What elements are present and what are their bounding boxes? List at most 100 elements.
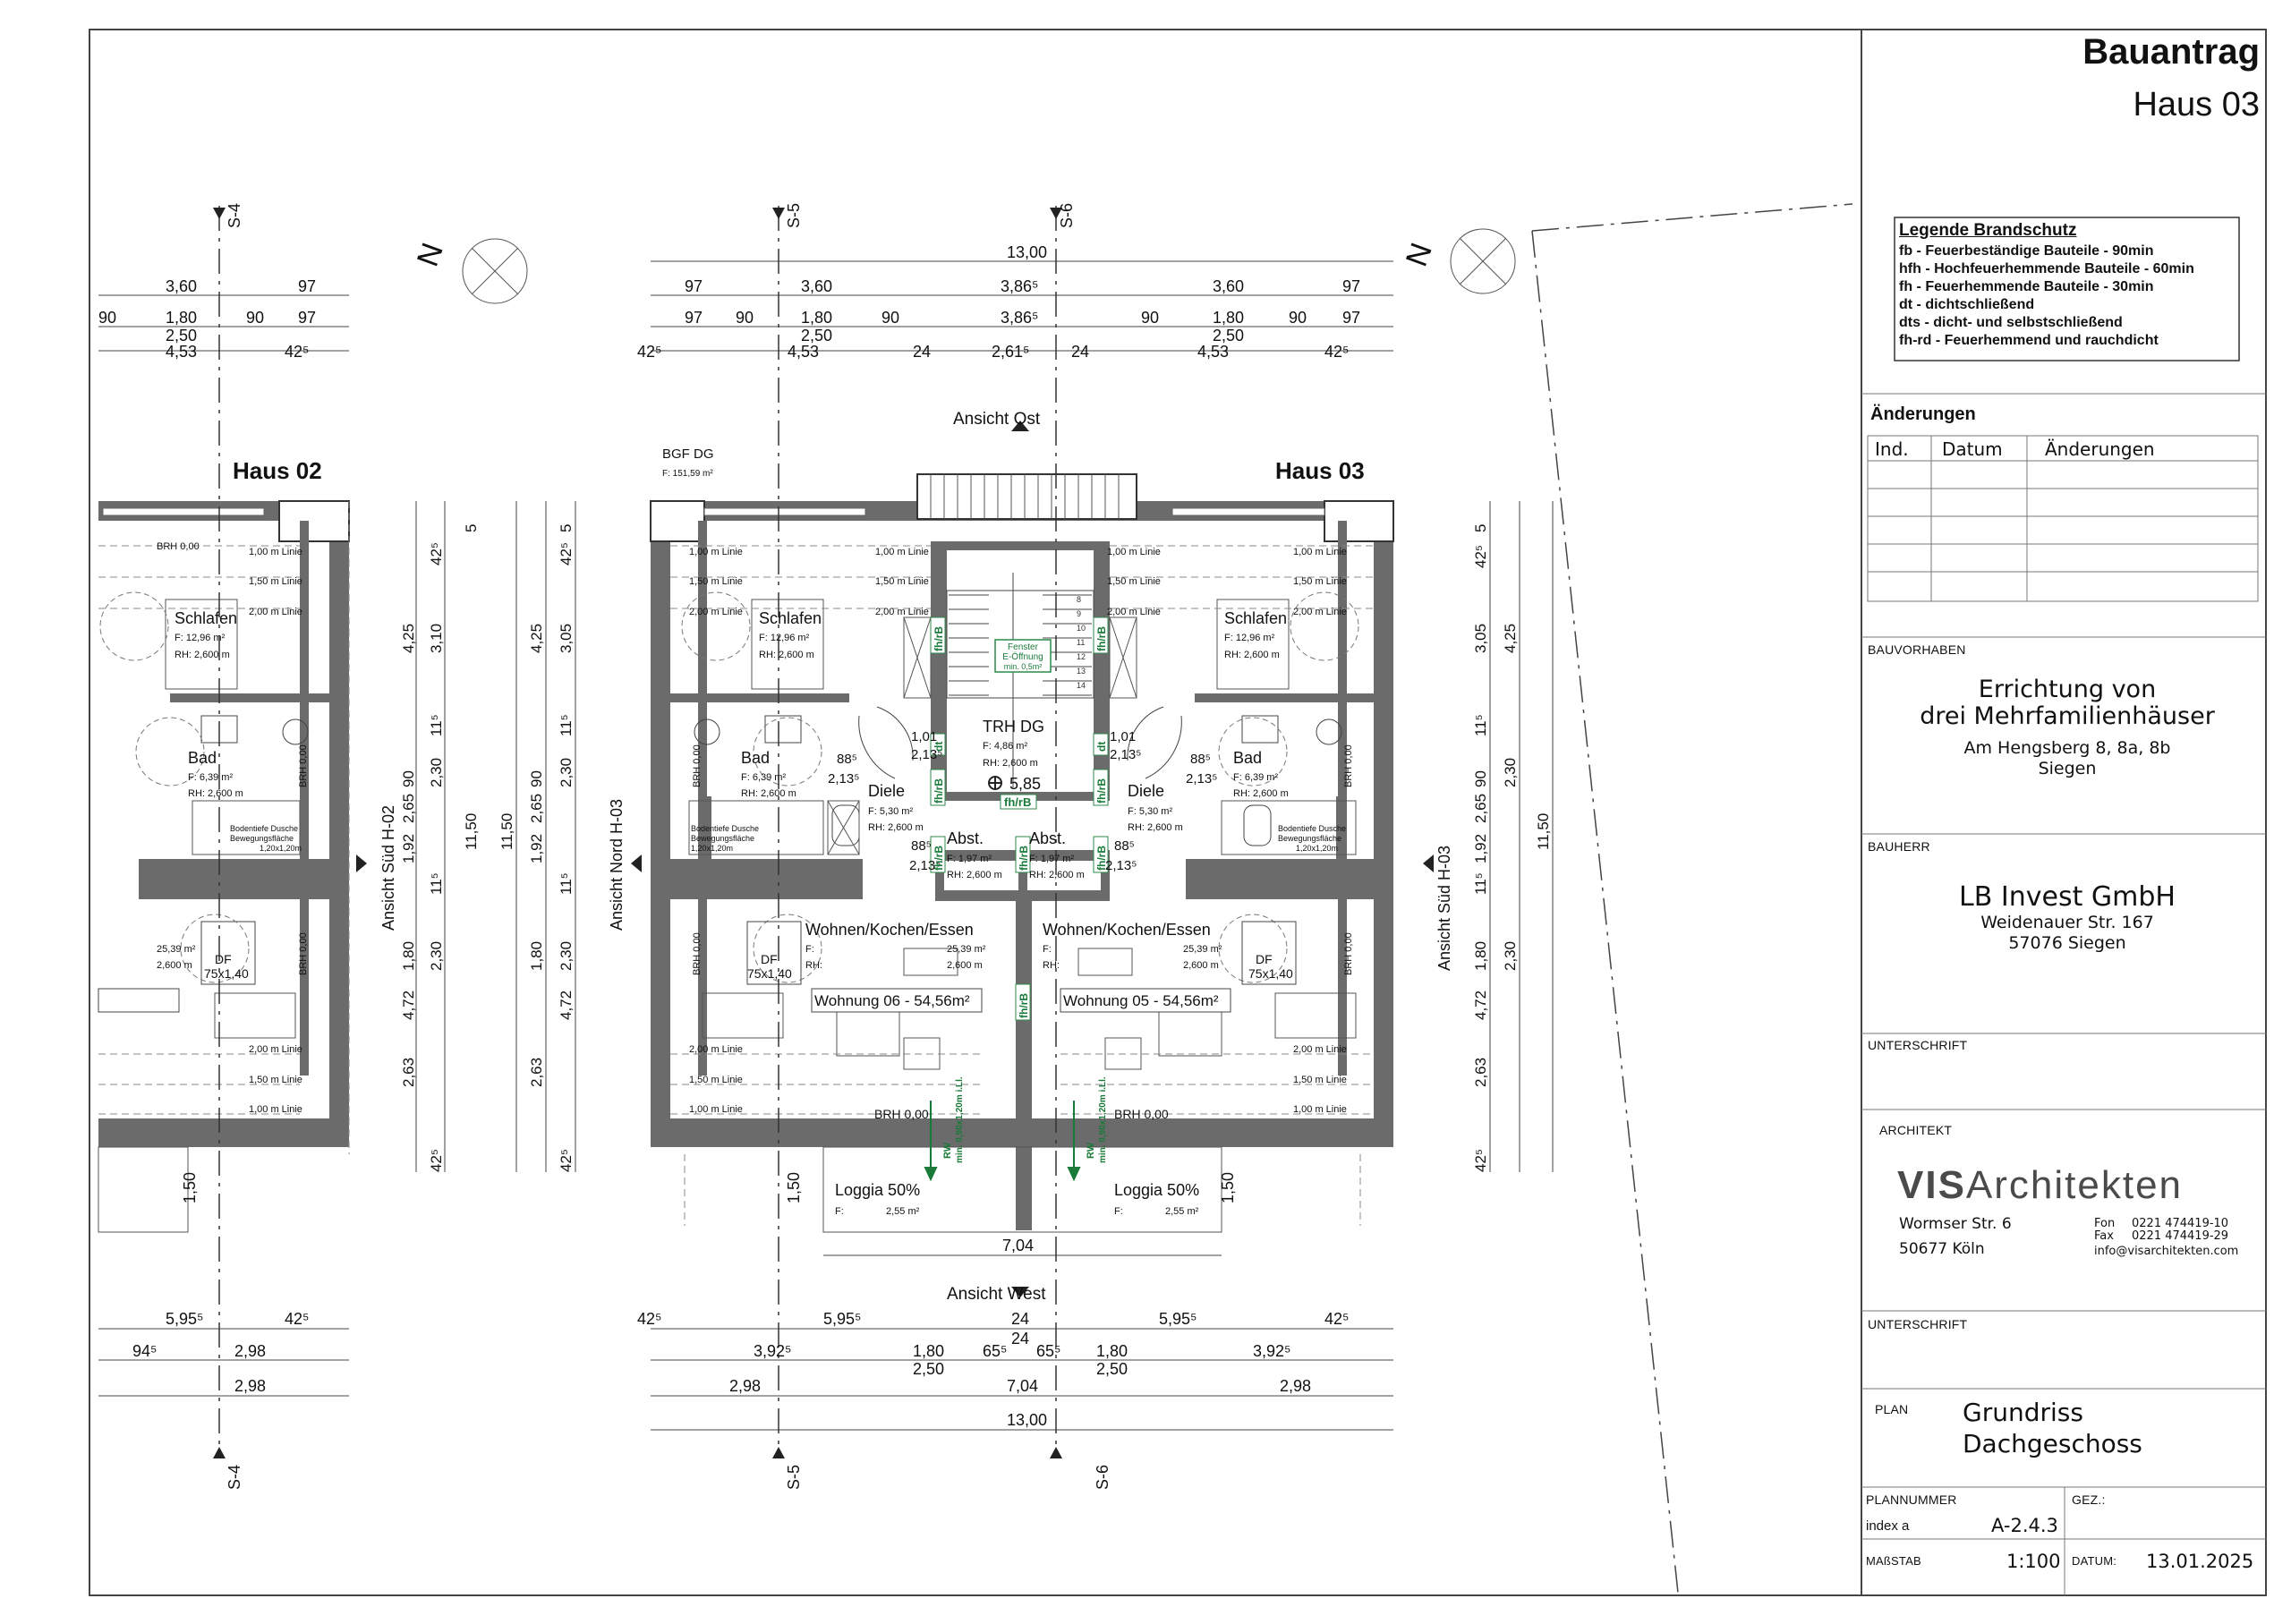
ansicht-sued-h03: Ansicht Süd H-03 <box>1435 846 1453 971</box>
dim-label: 3,60 <box>166 277 197 295</box>
dim-label: 2,63 <box>528 1058 545 1087</box>
legend-item: fh - Feuerhemmende Bauteile - 30min <box>1899 279 2154 294</box>
brh-label: BRH 0,00 <box>157 541 200 552</box>
dim-label: 2,98 <box>234 1342 266 1360</box>
roof-line: 1,50 m Linie <box>249 1075 302 1085</box>
section-label: S-4 <box>226 1465 243 1490</box>
dim-label: 1,92 <box>528 834 545 863</box>
roof-line: 2,00 m Linie <box>249 607 302 617</box>
dim-label: 1,01 <box>911 729 937 744</box>
plan-line1: Grundriss <box>1963 1398 2083 1427</box>
roof-line: 1,00 m Linie <box>249 547 302 557</box>
room-area: F: 6,39 m² <box>741 772 786 783</box>
bauvorhaben-line2: drei Mehrfamilienhäuser <box>1920 702 2215 730</box>
datum-label: DATUM: <box>2072 1554 2117 1568</box>
roof-line: 2,00 m Linie <box>249 1044 302 1055</box>
fire-label: fh/rB <box>933 846 945 871</box>
dim-label: 2,30 <box>428 941 445 971</box>
stair-num: 11 <box>1077 638 1085 647</box>
dim-label: 2,98 <box>729 1377 761 1395</box>
roof-line: 1,50 m Linie <box>689 576 743 587</box>
fenster-label: min. 0,5m² <box>1004 662 1043 671</box>
room-area: 2,55 m² <box>886 1206 920 1217</box>
architekt-street: Wormser Str. 6 <box>1899 1215 2012 1233</box>
roof-line: 1,00 m Linie <box>1293 1104 1347 1115</box>
dim-label: 90 <box>736 309 754 327</box>
bgf-label: BGF DG <box>662 446 714 462</box>
plannummer-label: PLANNUMMER <box>1866 1492 1957 1507</box>
architekt-email: info@visarchitekten.com <box>2094 1245 2239 1258</box>
dim-label: 2,50 <box>1096 1360 1128 1378</box>
room-name: Loggia 50% <box>1114 1181 1199 1199</box>
room-area: 25,39 m² <box>1183 944 1222 955</box>
ansicht-west: Ansicht West <box>947 1285 1046 1304</box>
fire-label: fh/rB <box>933 626 945 651</box>
dim-label: 4,25 <box>528 624 545 653</box>
fon-label: Fon <box>2094 1217 2116 1230</box>
dim-label: 88⁵ <box>1190 752 1211 767</box>
dim-label: 2,13⁵ <box>1186 771 1217 786</box>
room-height: 2,600 m <box>947 960 983 971</box>
ansicht-sued-h02: Ansicht Süd H-02 <box>379 805 397 931</box>
room-area: F: <box>1114 1206 1123 1217</box>
dim-label: 13,00 <box>1007 1411 1047 1429</box>
brh-label: BRH 0,00 <box>692 744 703 787</box>
roof-line: 2,00 m Linie <box>1293 1044 1347 1055</box>
bauherr-label: BAUHERR <box>1868 839 1930 854</box>
roof-line: 1,50 m Linie <box>1293 1075 1347 1085</box>
vis-logo: VISArchitekten <box>1897 1163 2183 1208</box>
roof-line: 1,50 m Linie <box>1293 576 1347 587</box>
rw-label: min. 0,90x1,20m i.Ll. <box>1098 1076 1108 1163</box>
dim-label: 11⁵ <box>1472 872 1489 895</box>
bauvorhaben-line4: Siegen <box>2038 759 2097 778</box>
index-label: index a <box>1866 1518 1910 1534</box>
section-label: S-6 <box>1094 1465 1111 1490</box>
room-name: Schlafen <box>759 609 822 627</box>
changes-col: Änderungen <box>2045 438 2155 460</box>
dim-label: 3,05 <box>1472 624 1489 653</box>
dim-label: 1,80 <box>1472 941 1489 971</box>
dim-label: 3,92⁵ <box>1253 1342 1291 1360</box>
titleblock-lines <box>1861 217 2266 1595</box>
room-height: RH: 2,600 m <box>1224 650 1280 660</box>
section-label: S-5 <box>785 1465 803 1490</box>
shower-label: 1,20x1,20m <box>260 844 302 853</box>
roof-line: 1,00 m Linie <box>1107 547 1161 557</box>
dim-label: 5,95⁵ <box>166 1310 204 1328</box>
bauherr-street: Weidenauer Str. 167 <box>1980 913 2154 932</box>
apartment-label: Wohnung 06 - 54,56m² <box>814 992 970 1009</box>
roof-line: 1,50 m Linie <box>689 1075 743 1085</box>
dim-label: 97 <box>685 277 703 295</box>
fire-label: fh/rB <box>1004 795 1031 809</box>
dim-label: 2,50 <box>166 327 197 344</box>
legend-item: fb - Feuerbeständige Bauteile - 90min <box>1899 243 2154 259</box>
plan-line2: Dachgeschoss <box>1963 1429 2142 1458</box>
room-height: RH: <box>805 960 822 971</box>
dim-label: 90 <box>400 770 417 787</box>
dim-label: 5,95⁵ <box>823 1310 862 1328</box>
roof-window: 75x1,40 <box>747 966 792 981</box>
dim-label: 2,13⁵ <box>1105 858 1137 873</box>
brh-label: BRH 0,00 <box>1343 744 1354 787</box>
roof-line: 1,50 m Linie <box>1107 576 1161 587</box>
shower-label: Bodentiefe Dusche <box>1278 824 1346 833</box>
dim-label: 42⁵ <box>285 343 309 361</box>
level-mark: 5,85 <box>1009 775 1041 793</box>
shower-label: Bodentiefe Dusche <box>691 824 759 833</box>
datum-value: 13.01.2025 <box>2146 1551 2254 1572</box>
room-height: 2,600 m <box>157 960 192 971</box>
dim-label: 1,80 <box>1213 309 1244 327</box>
fire-label: fh/rB <box>1095 626 1108 651</box>
fire-label: dt <box>1095 742 1108 752</box>
apartment-label: Wohnung 05 - 54,56m² <box>1063 992 1219 1009</box>
roof-line: 1,50 m Linie <box>875 576 929 587</box>
fon-number: 0221 474419-10 <box>2132 1217 2229 1230</box>
shower-label: Bewegungsfläche <box>1278 834 1341 843</box>
legend-item: hfh - Hochfeuerhemmende Bauteile - 60min <box>1899 261 2194 276</box>
changes-col: Ind. <box>1875 438 1909 460</box>
north-label: N <box>411 239 450 271</box>
dim-label: 5 <box>558 524 575 532</box>
dim-label: 97 <box>298 309 316 327</box>
massstab-value: 1:100 <box>2006 1551 2061 1572</box>
